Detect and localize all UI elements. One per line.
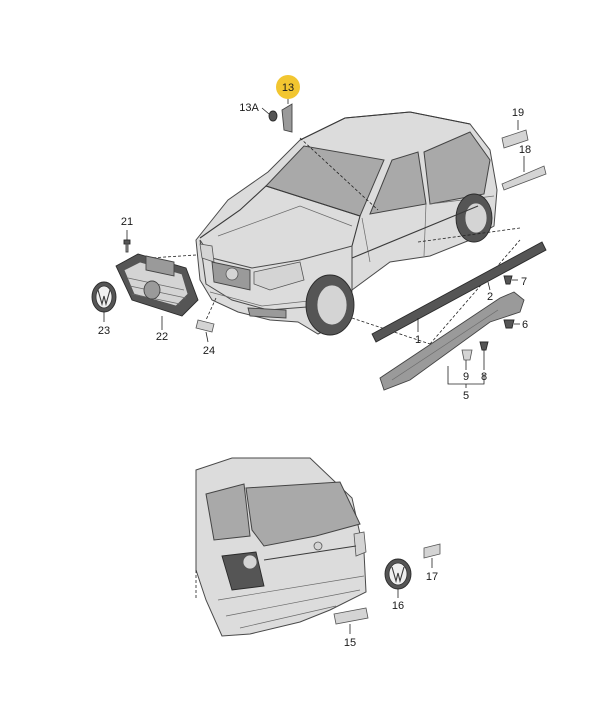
callout-18[interactable]: 18: [519, 144, 531, 156]
callout-9[interactable]: 9: [463, 371, 469, 383]
headlight-right: [253, 261, 305, 291]
part-18-moulding: [501, 165, 547, 191]
rear-car-illustration: [195, 457, 367, 637]
rear-side-window: [423, 131, 491, 205]
part-13-mirror-trim: [281, 103, 293, 133]
part-15-trim-strip: [333, 607, 369, 634]
rear-side-glass: [205, 483, 251, 541]
part-24-trim-strip: [195, 319, 215, 333]
part-2-side-moulding: [371, 241, 547, 343]
callout-17[interactable]: 17: [426, 571, 438, 583]
callout-7[interactable]: 7: [521, 276, 527, 288]
callout-21[interactable]: 21: [121, 216, 133, 228]
part-19-trim: [501, 129, 529, 149]
callout-23[interactable]: 23: [98, 325, 110, 337]
part-16-vw-emblem: [384, 558, 412, 598]
front-car-illustration: [149, 111, 521, 345]
part-7-clip: [503, 275, 518, 285]
front-wheel: [305, 274, 355, 336]
callout-19[interactable]: 19: [512, 107, 524, 119]
callout-24[interactable]: 24: [203, 345, 215, 357]
callout-5[interactable]: 5: [463, 390, 469, 402]
callout-6[interactable]: 6: [522, 319, 528, 331]
callout-22[interactable]: 22: [156, 331, 168, 343]
part-21-screw: [123, 230, 131, 253]
callout-1[interactable]: 1: [415, 334, 421, 346]
part-8-clip: [479, 341, 489, 370]
callout-15[interactable]: 15: [344, 637, 356, 649]
rear-windscreen: [245, 481, 361, 547]
part-22-radiator-grille: [115, 253, 199, 330]
part-23-vw-emblem: [91, 281, 117, 322]
callout-13-highlight: [276, 75, 300, 99]
part-5-sill-panel: [379, 291, 525, 391]
callout-16[interactable]: 16: [392, 600, 404, 612]
callout-13[interactable]: 13: [282, 82, 294, 94]
part-17-badge: [423, 543, 441, 568]
rear-wheel: [455, 193, 493, 243]
part-6-clip: [503, 319, 520, 329]
callout-2[interactable]: 2: [487, 291, 493, 303]
callout-8[interactable]: 8: [481, 371, 487, 383]
callout-13a[interactable]: 13A: [239, 102, 259, 114]
part-13a-clip: [268, 110, 278, 122]
front-side-window: [369, 151, 427, 215]
part-9-clip: [461, 349, 473, 370]
